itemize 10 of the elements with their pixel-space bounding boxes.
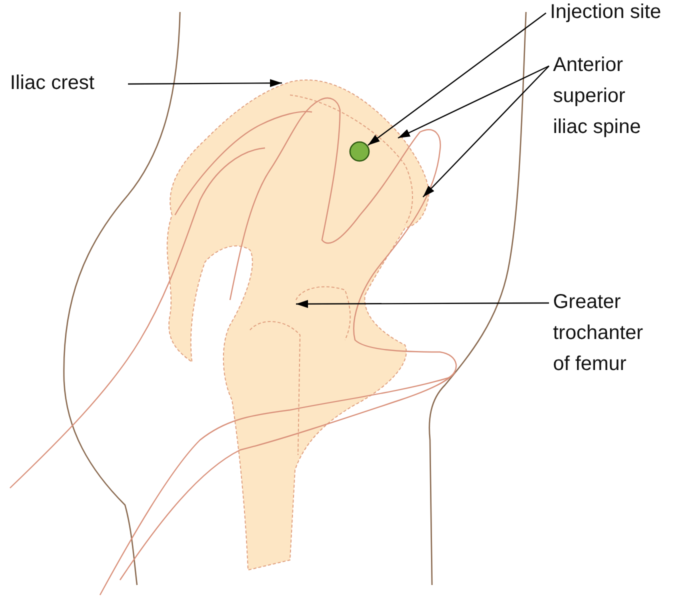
callout-label: Greater trochanter of femur — [553, 290, 644, 377]
leader-arrow — [128, 79, 282, 88]
injection-site-dot — [349, 141, 370, 162]
leader-arrow — [422, 66, 550, 198]
leader-arrow — [296, 300, 549, 308]
callout-label: Injection site — [550, 0, 662, 25]
leader-arrow — [398, 65, 550, 139]
callout-label: Iliac crest — [10, 71, 96, 96]
callout-label: Anterior superior iliac spine — [553, 53, 642, 140]
leader-arrow — [368, 12, 546, 146]
